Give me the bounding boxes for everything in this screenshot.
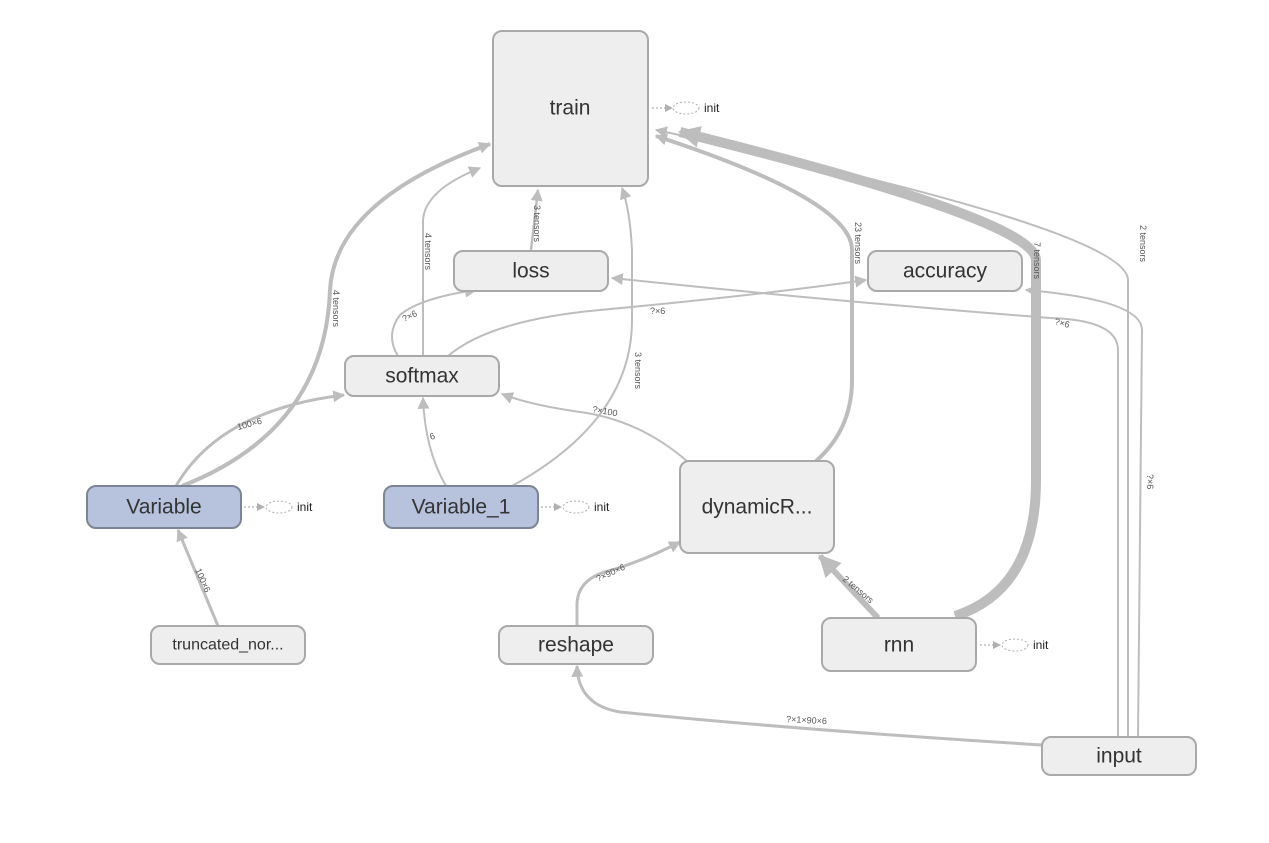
node-rnn-label: rnn	[884, 634, 914, 657]
edge-variable1-softmax[interactable]	[417, 396, 447, 487]
init-train[interactable]: init	[652, 101, 720, 115]
edge-truncated-variable[interactable]	[176, 528, 220, 627]
edge-label-input-accuracy: ?×6	[1145, 474, 1155, 489]
edge-loss-train[interactable]	[529, 188, 543, 251]
edge-rnn-train[interactable]	[677, 126, 1041, 621]
edge-label-input-reshape: ?×1×90×6	[786, 714, 827, 726]
edge-label-variable1-softmax: 6	[428, 431, 436, 442]
node-reshape-label: reshape	[538, 634, 614, 657]
edge-input-reshape[interactable]	[571, 664, 1043, 747]
edge-softmax-loss[interactable]	[391, 285, 478, 357]
edge-label-dynamic-softmax: ?×100	[592, 404, 619, 418]
edge-variable-softmax[interactable]	[174, 390, 346, 487]
edge-variable1-train[interactable]	[511, 186, 633, 487]
edge-label-rnn-train: 7 tensors	[1032, 242, 1042, 280]
edges	[174, 126, 1144, 747]
edge-rnn-dynamic[interactable]	[817, 553, 881, 621]
nodes: train loss accuracy softmax Variable Var…	[86, 30, 1197, 776]
node-accuracy[interactable]: accuracy	[867, 250, 1023, 292]
edge-dynamic-train[interactable]	[654, 133, 854, 464]
edge-label-variable-train: 4 tensors	[331, 290, 341, 328]
node-input[interactable]: input	[1041, 736, 1197, 776]
edge-label-input-train: 2 tensors	[1138, 225, 1148, 263]
node-train-label: train	[550, 97, 591, 120]
node-variable[interactable]: Variable	[86, 485, 242, 529]
edge-input-accuracy[interactable]	[1024, 284, 1144, 737]
node-softmax-label: softmax	[385, 365, 459, 388]
edge-label-dynamic-train: 23 tensors	[853, 222, 863, 265]
edge-label-reshape-dynamic: ?×90×6	[595, 562, 627, 584]
edge-softmax-train[interactable]	[422, 166, 482, 356]
edge-reshape-dynamic[interactable]	[575, 540, 682, 626]
init-train-label: init	[704, 101, 720, 115]
node-variable-1-label: Variable_1	[412, 496, 511, 519]
edge-dynamic-softmax[interactable]	[500, 392, 689, 463]
node-train[interactable]: train	[492, 30, 649, 187]
node-variable-label: Variable	[126, 496, 202, 519]
edge-label-input-loss: ?×6	[1053, 316, 1070, 330]
node-loss[interactable]: loss	[453, 250, 609, 292]
init-variable-1-label: init	[594, 500, 610, 514]
node-input-label: input	[1096, 745, 1142, 768]
edge-label-softmax-train: 4 tensors	[423, 233, 433, 271]
node-truncated-normal[interactable]: truncated_nor...	[150, 625, 306, 665]
edge-label-truncated-variable: 100×6	[193, 567, 212, 594]
node-loss-label: loss	[512, 260, 549, 283]
edge-label-softmax-loss: ?×6	[401, 308, 419, 324]
init-rnn[interactable]: init	[980, 638, 1049, 652]
edge-input-train[interactable]	[654, 126, 1129, 736]
edge-input-loss[interactable]	[610, 273, 1119, 736]
init-variable-1[interactable]: init	[541, 500, 610, 514]
init-rnn-label: init	[1033, 638, 1049, 652]
node-dynamic-rnn-label: dynamicR...	[702, 496, 813, 519]
edge-variable-train[interactable]	[181, 142, 492, 488]
edge-label-softmax-accuracy: ?×6	[650, 306, 665, 316]
init-variable[interactable]: init	[244, 500, 313, 514]
node-reshape[interactable]: reshape	[498, 625, 654, 665]
node-variable-1[interactable]: Variable_1	[383, 485, 539, 529]
edge-softmax-accuracy[interactable]	[447, 275, 868, 357]
init-variable-label: init	[297, 500, 313, 514]
node-dynamic-rnn[interactable]: dynamicR...	[679, 460, 835, 554]
node-truncated-normal-label: truncated_nor...	[172, 637, 283, 654]
node-softmax[interactable]: softmax	[344, 355, 500, 397]
node-rnn[interactable]: rnn	[821, 617, 977, 672]
node-accuracy-label: accuracy	[903, 260, 988, 283]
init-annotations: init init init init	[244, 101, 1049, 652]
edge-label-variable1-train: 3 tensors	[633, 352, 643, 390]
edge-label-loss-train: 3 tensors	[532, 205, 542, 243]
edge-label-variable-softmax: 100×6	[236, 416, 263, 432]
